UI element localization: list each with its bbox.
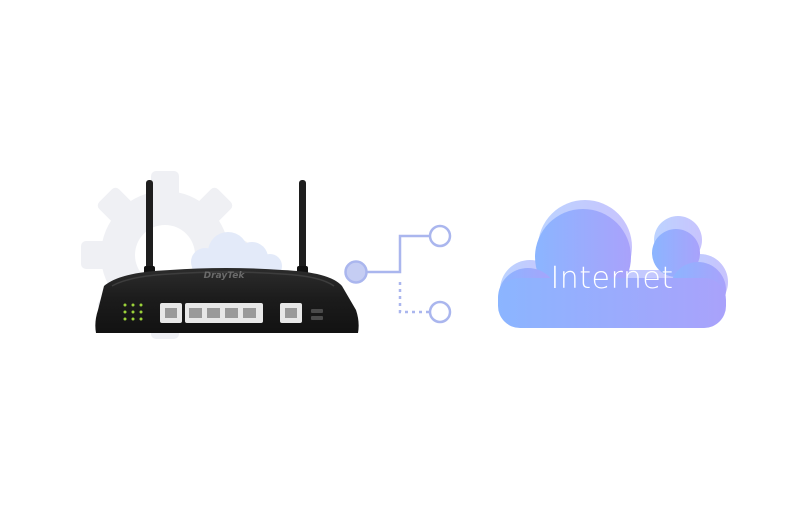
connector-node-top — [428, 224, 452, 248]
connector-line-upper — [366, 234, 430, 274]
lan-port-group — [185, 303, 263, 323]
antenna-left — [146, 180, 153, 280]
usb-ports — [311, 309, 323, 320]
wan-port — [280, 303, 302, 323]
cloud-icon: Internet — [498, 200, 728, 328]
lan-port-single — [160, 303, 182, 323]
status-leds — [123, 303, 143, 321]
router-brand: DrayTek — [204, 271, 246, 281]
connector-node-bottom — [428, 300, 452, 324]
cloud-label: Internet — [550, 261, 673, 296]
connector-icon — [344, 224, 452, 324]
router-icon: DrayTek — [95, 180, 359, 333]
connector-node-left — [344, 260, 368, 284]
antenna-right — [299, 180, 306, 280]
connector-line-dotted — [398, 282, 430, 314]
